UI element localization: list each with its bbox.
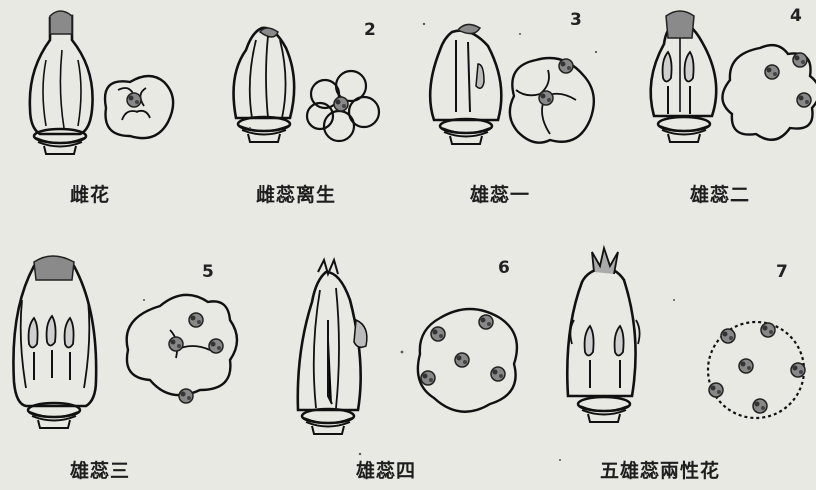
figure-4-side-view bbox=[651, 11, 717, 142]
figure-7-top-view bbox=[708, 322, 805, 418]
figure-5-top-view bbox=[127, 295, 237, 403]
figure-5-side-view bbox=[13, 256, 96, 428]
figure-1-top-view bbox=[105, 76, 173, 138]
caption-figure-6: 雄蕊四 bbox=[356, 456, 416, 483]
figure-number-5: 5 bbox=[202, 262, 214, 282]
caption-figure-7: 五雄蕊兩性花 bbox=[600, 456, 720, 483]
figure-3-top-view bbox=[510, 58, 594, 143]
figure-2-side-view bbox=[234, 28, 295, 142]
figure-2-top-view bbox=[307, 71, 379, 141]
figure-number-7: 7 bbox=[776, 262, 788, 282]
figure-3-side-view bbox=[430, 24, 501, 144]
figure-number-6: 6 bbox=[498, 258, 510, 278]
caption-figure-1: 雌花 bbox=[70, 180, 110, 207]
caption-figure-4: 雄蕊二 bbox=[690, 180, 750, 207]
caption-figure-5: 雄蕊三 bbox=[70, 456, 130, 483]
figure-4-top-view bbox=[722, 45, 816, 140]
figure-6-side-view bbox=[298, 260, 367, 434]
figure-7-side-view bbox=[567, 248, 639, 422]
caption-figure-3: 雄蕊一 bbox=[470, 180, 530, 207]
figure-number-2: 2 bbox=[364, 20, 376, 40]
figure-6-top-view bbox=[418, 309, 517, 412]
figure-number-3: 3 bbox=[570, 10, 582, 30]
figure-1-side-view bbox=[30, 11, 93, 154]
figure-number-4: 4 bbox=[790, 6, 802, 26]
caption-figure-2: 雌蕊离生 bbox=[256, 180, 336, 207]
